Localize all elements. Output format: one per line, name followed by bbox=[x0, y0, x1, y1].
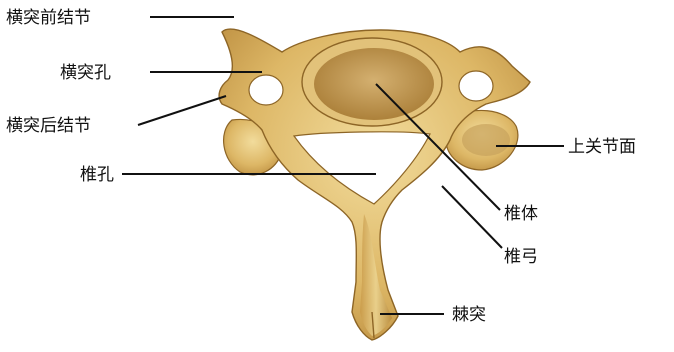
facet-surface bbox=[462, 124, 510, 156]
leader-vertebral-arch bbox=[442, 186, 502, 248]
label-posterior-tubercle: 横突后结节 bbox=[6, 116, 91, 136]
leader-posterior-tubercle bbox=[138, 96, 226, 125]
vertebral-body-surface bbox=[314, 48, 434, 120]
label-superior-articular-surface: 上关节面 bbox=[568, 137, 636, 157]
label-vertebral-arch: 椎弓 bbox=[504, 247, 538, 267]
left-transverse-foramen bbox=[249, 75, 283, 105]
label-vertebral-foramen: 椎孔 bbox=[80, 165, 114, 185]
label-anterior-tubercle: 横突前结节 bbox=[6, 8, 91, 28]
right-transverse-foramen bbox=[459, 71, 493, 101]
label-transverse-foramen: 横突孔 bbox=[60, 63, 111, 83]
vertebra-illustration bbox=[219, 29, 530, 340]
label-vertebral-body: 椎体 bbox=[504, 204, 538, 224]
label-spinous-process: 棘突 bbox=[452, 305, 486, 325]
